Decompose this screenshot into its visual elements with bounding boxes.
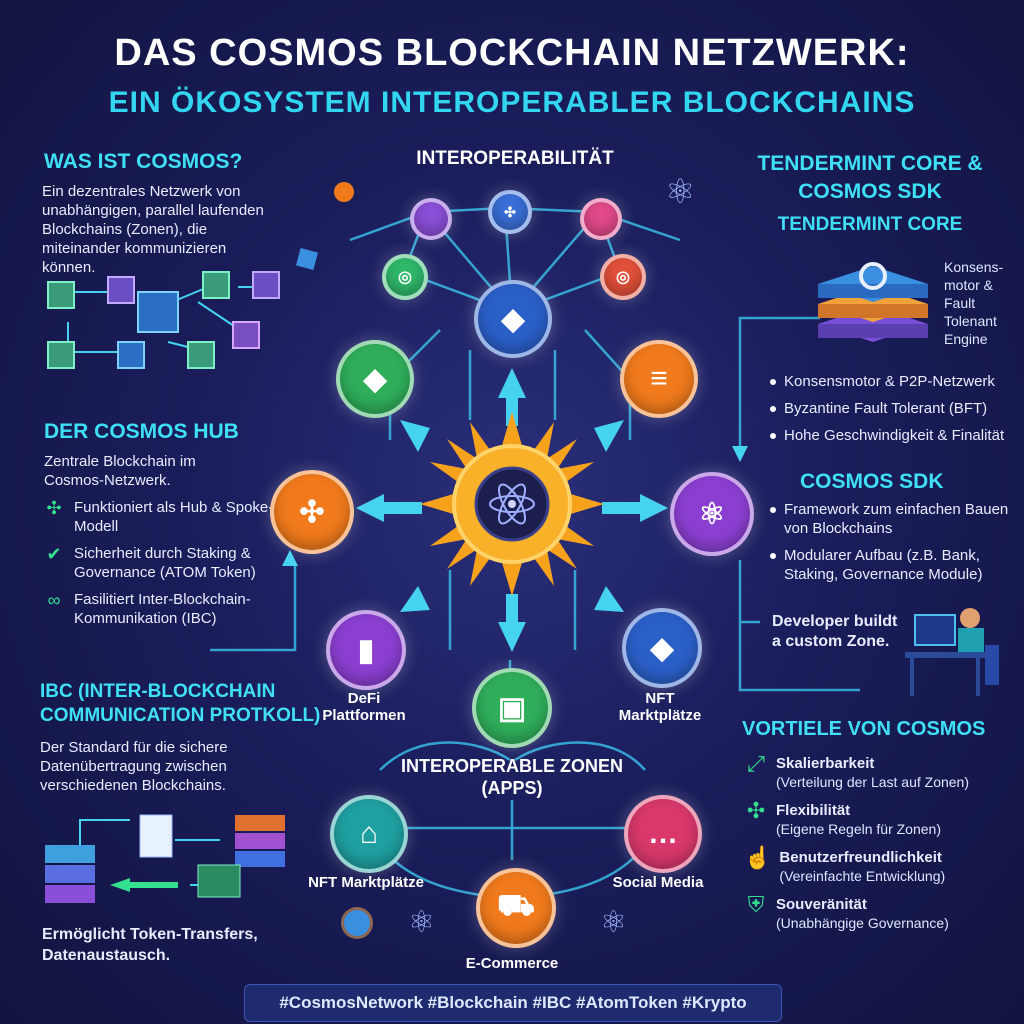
shield-check-icon: ✔ xyxy=(46,544,62,564)
advantage-item: ✣ Flexibilität(Eigene Regeln für Zonen) xyxy=(744,798,1019,838)
node-red: ◎ xyxy=(600,254,646,300)
defi-chart-icon: ▮ xyxy=(326,610,406,690)
hub-intro: Zentrale Blockchain im Cosmos-Netzwerk. xyxy=(44,453,196,489)
page-subtitle: EIN ÖKOSYSTEM INTEROPERABLER BLOCKCHAINS xyxy=(108,86,916,119)
hub-spoke-coin-icon: ✣ xyxy=(270,470,354,554)
expand-icon: ⤢ xyxy=(747,751,765,776)
hub-spoke-icon: ✣ xyxy=(46,498,62,518)
link-icon: ∞ xyxy=(47,590,61,610)
zones-label: INTEROPERABLE ZONEN (APPS) xyxy=(400,756,623,798)
shopping-cart-icon: ⛟ xyxy=(476,868,556,948)
sdk-list: Framework zum einfachen Bauen von Blockc… xyxy=(770,500,1015,592)
node-pink xyxy=(580,198,622,240)
advantages-list: ⤢ Skalierbarkeit(Verteilung der Last auf… xyxy=(744,751,1019,940)
ibc-caption: Ermöglicht Token-Transfers, Datenaustaus… xyxy=(42,926,258,964)
advantage-item: ⤢ Skalierbarkeit(Verteilung der Last auf… xyxy=(744,751,1019,791)
tendermint-item: Hohe Geschwindigkeit & Finalität xyxy=(770,426,1020,445)
node-green: ◎ xyxy=(382,254,428,300)
chat-bubble-icon: … xyxy=(624,795,702,873)
shield-icon: ⛨ xyxy=(747,892,765,917)
shop-icon: ⌂ xyxy=(330,795,408,873)
defi-label: DeFi Plattformen xyxy=(322,690,406,724)
advantage-item: ☝ Benutzerfreundlichkeit(Vereinfachte En… xyxy=(744,845,946,885)
hub-item: ✣ Funktioniert als Hub & Spoke-Modell xyxy=(42,498,282,536)
tendermint-item: Byzantine Fault Tolerant (BFT) xyxy=(770,399,1020,418)
ethereum-icon: ◆ xyxy=(474,280,552,358)
atom-coin-icon: ⚛ xyxy=(670,472,754,556)
atom-icon: ⚛ xyxy=(665,173,696,211)
sdk-item: Framework zum einfachen Bauen von Blockc… xyxy=(770,500,1015,538)
network-icon: ✣ xyxy=(746,798,766,823)
sdk-item: Modularer Aufbau (z.B. Bank, Staking, Go… xyxy=(770,546,1015,584)
node-purple xyxy=(410,198,452,240)
advantage-item: ⛨ Souveränität(Unabhängige Governance) xyxy=(744,892,1019,932)
what-is-text: Ein dezentrales Netzwerk von unabhängige… xyxy=(42,183,264,276)
hub-item: ∞ Fasilitiert Inter-Blockchain-Kommunika… xyxy=(42,590,282,628)
node-network-icon: ✣ xyxy=(488,190,532,234)
nft-left-label: NFT Marktplätze xyxy=(308,874,424,891)
social-label: Social Media xyxy=(612,874,704,891)
ibc-text: Der Standard für die sichere Datenübertr… xyxy=(40,739,228,794)
cosmos-zone-icon: ▣ xyxy=(472,668,552,748)
orb-icon xyxy=(334,182,354,202)
developer-illustration xyxy=(905,608,999,696)
stack-caption: Konsens-motor & Fault Tolenant Engine xyxy=(944,259,1004,347)
ibc-transfer-illustration xyxy=(45,814,285,903)
page-title: DAS COSMOS BLOCKCHAIN NETZWERK: xyxy=(114,32,910,74)
tendermint-heading: TENDERMINT CORE & COSMOS SDK xyxy=(757,152,983,203)
layer-stack-icon xyxy=(818,262,928,342)
developer-caption: Developer buildt a custom Zone. xyxy=(772,613,898,650)
pointer-icon: ☝ xyxy=(744,845,772,870)
hub-list: ✣ Funktioniert als Hub & Spoke-Modell ✔ … xyxy=(42,498,282,636)
hub-item: ✔ Sicherheit durch Staking & Governance … xyxy=(42,544,282,582)
cube-network-illustration xyxy=(47,271,280,369)
sdk-heading: COSMOS SDK xyxy=(800,470,944,493)
hashtag-bar: #CosmosNetwork #Blockchain #IBC #AtomTok… xyxy=(244,984,782,1022)
what-is-heading: WAS IST COSMOS? xyxy=(44,150,243,173)
ibc-heading: IBC (INTER-BLOCKCHAIN COMMUNICATION PROT… xyxy=(40,681,321,726)
hub-heading: DER COSMOS HUB xyxy=(44,420,239,443)
green-coin-icon: ◆ xyxy=(336,340,414,418)
layers-coin-icon: ≡ xyxy=(620,340,698,418)
planet-icon xyxy=(344,910,370,936)
nft-right-label: NFT Marktplätze xyxy=(618,690,702,724)
ecommerce-label: E-Commerce xyxy=(465,955,559,972)
cosmos-hub-sun-icon xyxy=(420,412,604,596)
nft-cube-icon: ◆ xyxy=(622,608,702,688)
tendermint-item: Konsensmotor & P2P-Netzwerk xyxy=(770,372,1020,391)
advantages-heading: VORTIELE VON COSMOS xyxy=(742,718,986,740)
tendermint-subheading: TENDERMINT CORE xyxy=(777,214,963,235)
interop-label: INTEROPERABILITÄT xyxy=(416,148,614,169)
atom-icon: ⚛ xyxy=(600,906,627,939)
tendermint-list: Konsensmotor & P2P-Netzwerk Byzantine Fa… xyxy=(770,372,1020,453)
atom-icon: ⚛ xyxy=(408,906,435,939)
